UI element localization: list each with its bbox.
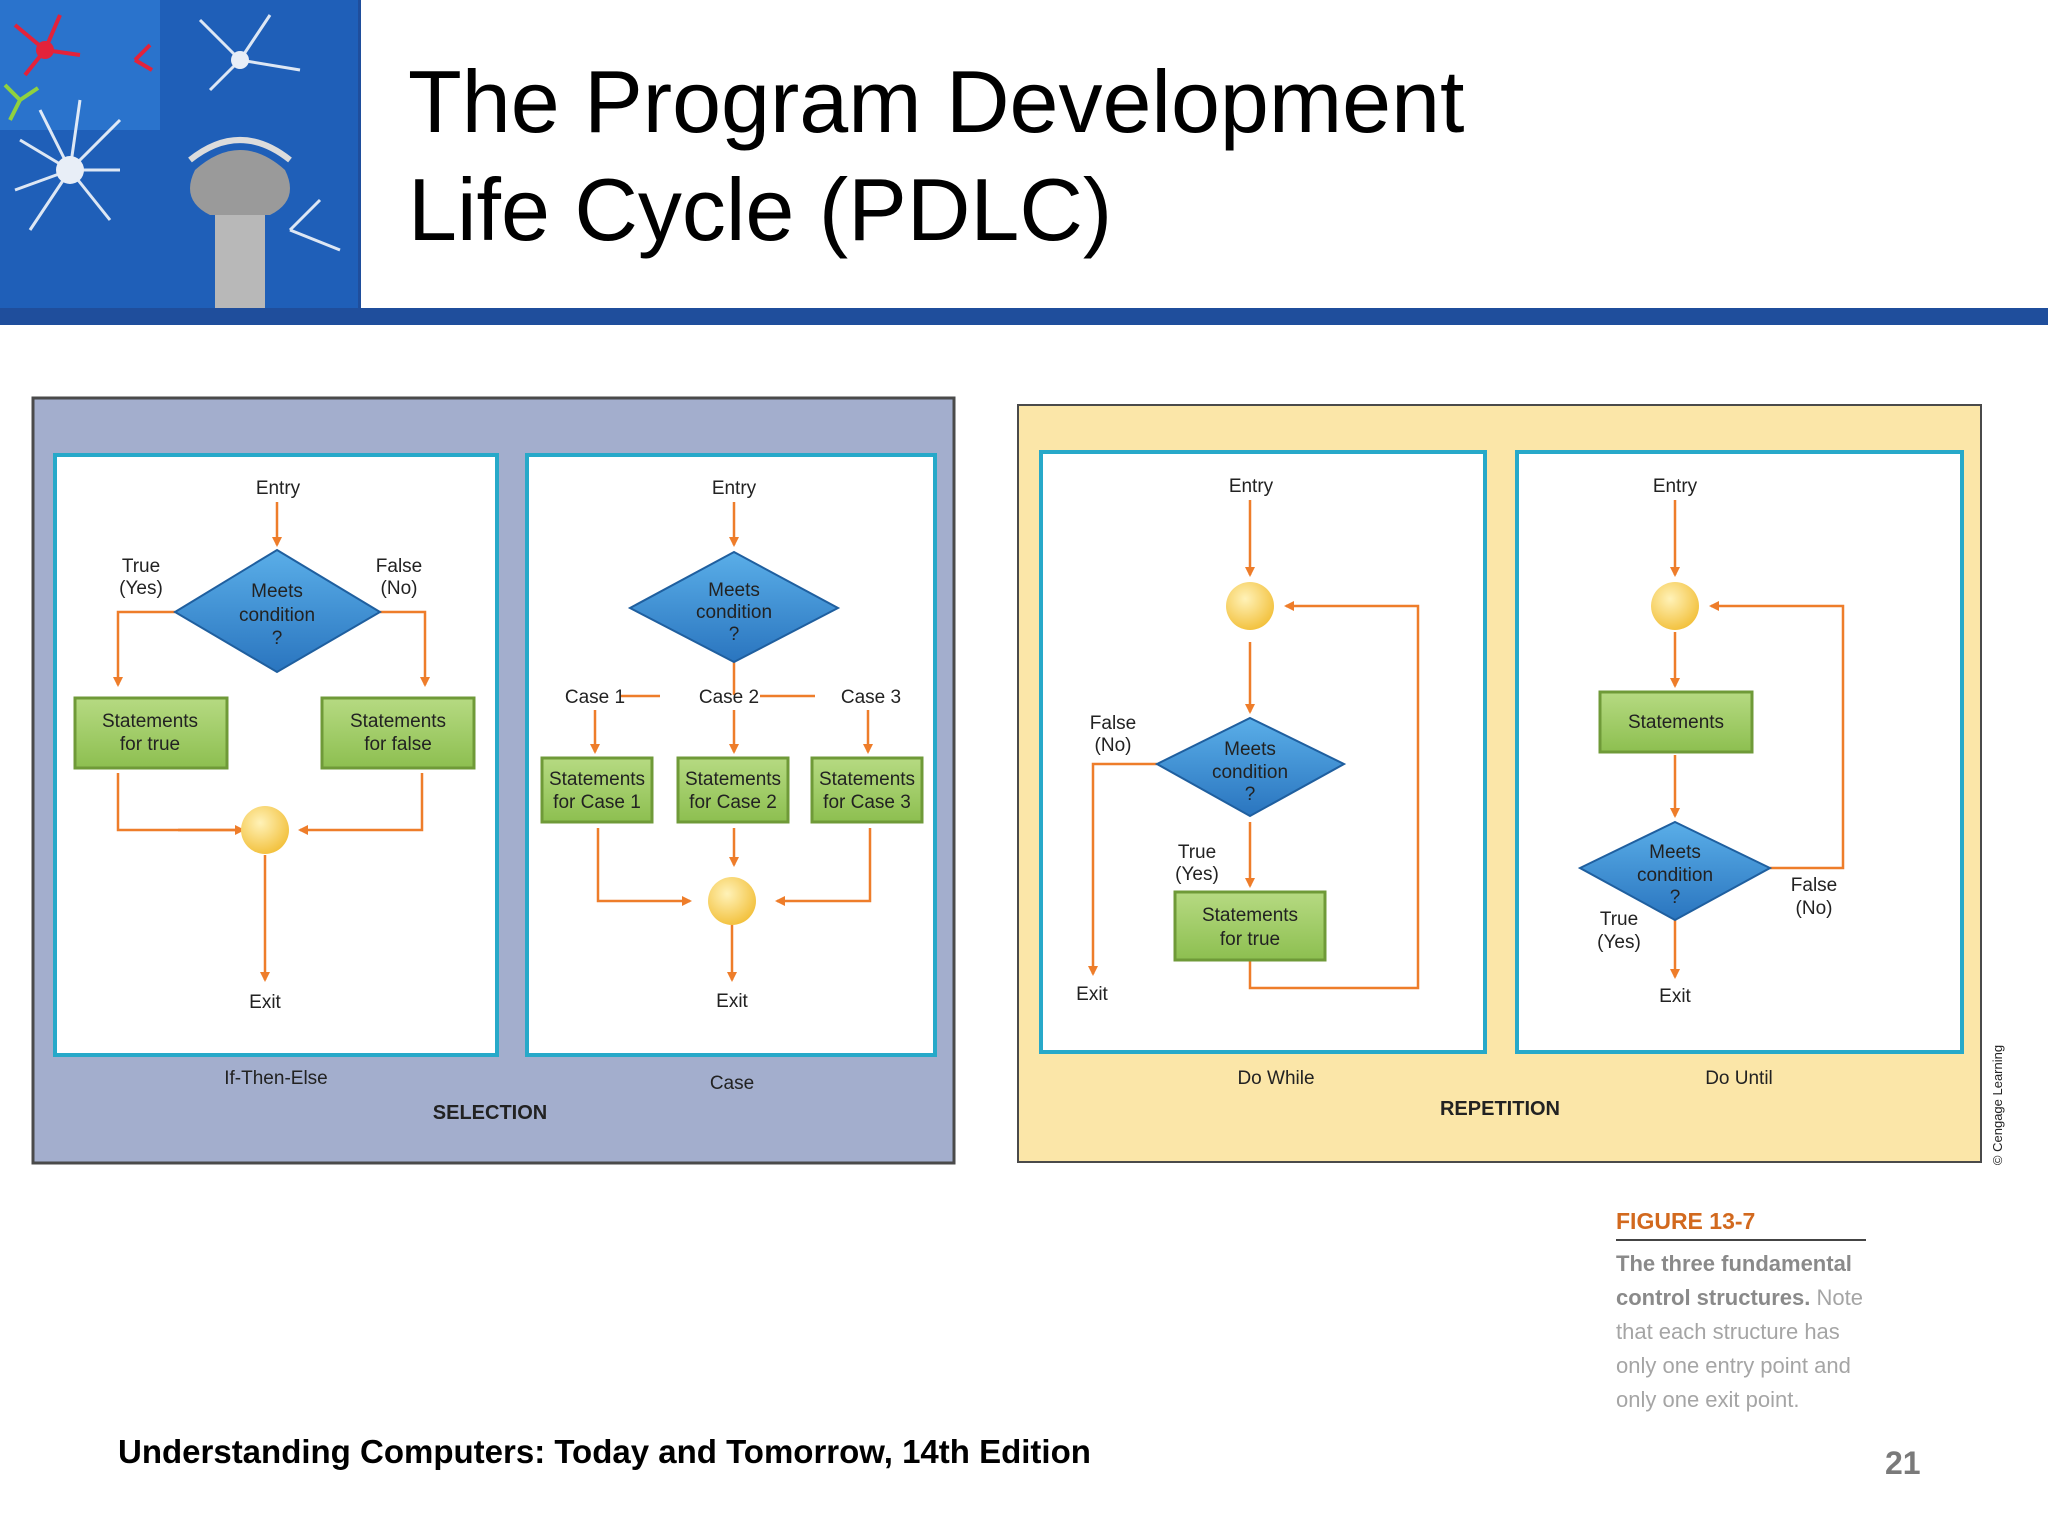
case-name: Case — [710, 1073, 754, 1094]
case-stmt-3-line-2: for Case 3 — [823, 792, 911, 813]
do-until-true-label-1: True — [1600, 909, 1638, 930]
case-decision-line-3: ? — [729, 624, 740, 645]
if-stmt-true-line-1: Statements — [102, 711, 198, 732]
dandelion-logo — [0, 0, 360, 310]
do-while-false-label-2: (No) — [1095, 735, 1132, 756]
do-while-decision-line-1: Meets — [1224, 739, 1276, 760]
do-until-decision-line-2: condition — [1637, 865, 1713, 886]
do-until-diagram — [1670, 500, 1845, 979]
do-until-connector — [1651, 582, 1699, 630]
figure-caption-text: Note that each structure has only one en… — [1616, 1285, 1863, 1412]
case-2-label: Case 2 — [699, 687, 759, 708]
do-until-false-label-1: False — [1791, 875, 1837, 896]
case-exit-label: Exit — [716, 991, 748, 1012]
if-decision-line-3: ? — [272, 628, 283, 649]
if-decision-line-1: Meets — [251, 581, 303, 602]
case-1-label: Case 1 — [565, 687, 625, 708]
do-while-name: Do While — [1237, 1068, 1314, 1089]
if-connector — [241, 806, 289, 854]
control-structures-figure: Entry True (Yes) False (No) Meets condit… — [31, 396, 2005, 1165]
page-number: 21 — [1885, 1445, 1921, 1481]
case-stmt-2-line-2: for Case 2 — [689, 792, 777, 813]
slide-title: The Program Development Life Cycle (PDLC… — [408, 48, 1908, 264]
case-3-label: Case 3 — [841, 687, 901, 708]
if-true-label-1: True — [122, 556, 160, 577]
do-while-exit-label: Exit — [1076, 984, 1108, 1005]
footer-text: Understanding Computers: Today and Tomor… — [118, 1433, 1091, 1470]
figure-caption-bold: The three fundamental control structures… — [1616, 1251, 1852, 1310]
do-until-decision-line-1: Meets — [1649, 842, 1701, 863]
do-while-false-label-1: False — [1090, 713, 1136, 734]
do-until-name: Do Until — [1705, 1068, 1773, 1089]
do-until-false-label-2: (No) — [1796, 898, 1833, 919]
case-decision-diamond — [627, 550, 841, 664]
case-connector — [708, 877, 756, 925]
do-until-decision-line-3: ? — [1670, 887, 1681, 908]
if-decision-line-2: condition — [239, 605, 315, 626]
case-stmt-3-box — [810, 756, 924, 824]
do-while-connector — [1226, 582, 1274, 630]
if-false-label-1: False — [376, 556, 422, 577]
figure-caption-body: The three fundamental control structures… — [1616, 1247, 1866, 1417]
do-while-entry-label: Entry — [1229, 476, 1274, 497]
if-statements-false-box — [320, 696, 476, 770]
if-stmt-false-line-2: for false — [364, 734, 432, 755]
case-stmt-3-line-1: Statements — [819, 769, 915, 790]
case-decision-line-2: condition — [696, 602, 772, 623]
case-stmt-1-line-1: Statements — [549, 769, 645, 790]
if-exit-label: Exit — [249, 992, 281, 1013]
if-true-label-2: (Yes) — [119, 578, 163, 599]
if-then-else-name: If-Then-Else — [224, 1068, 327, 1089]
case-stmt-1-line-2: for Case 1 — [553, 792, 641, 813]
if-decision-diamond — [173, 548, 382, 674]
repetition-group-label: REPETITION — [1440, 1098, 1560, 1120]
do-while-decision-line-2: condition — [1212, 762, 1288, 783]
selection-group-label: SELECTION — [433, 1102, 547, 1124]
do-until-entry-label: Entry — [1653, 476, 1698, 497]
if-statements-true-box — [73, 696, 229, 770]
case-decision-line-1: Meets — [708, 580, 760, 601]
logo-divider — [358, 0, 361, 310]
if-then-else-diagram — [113, 502, 430, 982]
if-stmt-false-line-1: Statements — [350, 711, 446, 732]
case-entry-label: Entry — [712, 478, 757, 499]
title-line-1: The Program Development — [408, 52, 1465, 151]
case-stmt-1-box — [540, 756, 654, 824]
do-while-stmt-line-2: for true — [1220, 929, 1280, 950]
do-while-stmt-box — [1173, 890, 1327, 962]
do-while-diagram — [1088, 500, 1420, 990]
do-until-stmt-box — [1598, 690, 1754, 754]
if-stmt-true-line-2: for true — [120, 734, 180, 755]
do-while-stmt-line-1: Statements — [1202, 905, 1298, 926]
case-stmt-2-box — [676, 756, 790, 824]
do-while-true-label-1: True — [1178, 842, 1216, 863]
do-while-decision-diamond — [1154, 716, 1347, 818]
if-entry-label: Entry — [256, 478, 301, 499]
case-diagram — [590, 502, 873, 982]
do-until-true-label-2: (Yes) — [1597, 932, 1641, 953]
do-until-decision-diamond — [1577, 820, 1773, 922]
case-stmt-2-line-1: Statements — [685, 769, 781, 790]
copyright-note: © Cengage Learning — [1990, 1045, 2005, 1165]
do-until-stmt-label: Statements — [1628, 712, 1724, 733]
title-line-2: Life Cycle (PDLC) — [408, 160, 1113, 259]
do-while-decision-line-3: ? — [1245, 784, 1256, 805]
do-until-exit-label: Exit — [1659, 986, 1691, 1007]
if-false-label-2: (No) — [381, 578, 418, 599]
header-bar — [0, 308, 2048, 325]
figure-caption: FIGURE 13-7 The three fundamental contro… — [1616, 1208, 1866, 1417]
do-while-true-label-2: (Yes) — [1175, 864, 1219, 885]
figure-caption-label: FIGURE 13-7 — [1616, 1208, 1866, 1241]
